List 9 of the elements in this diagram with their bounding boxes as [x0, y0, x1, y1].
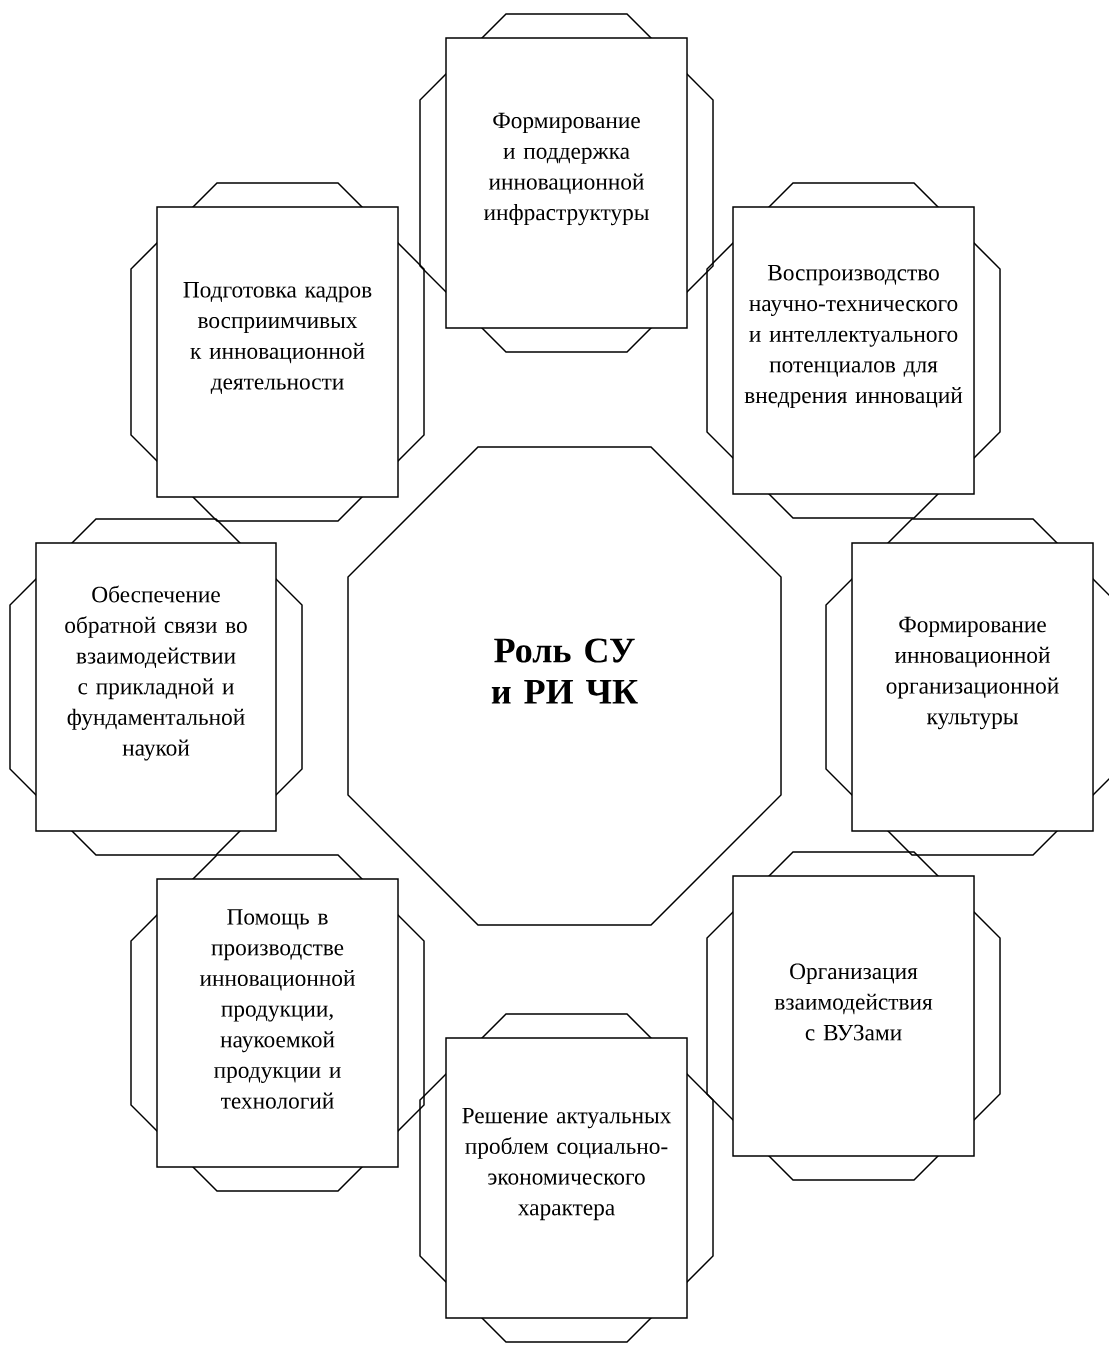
text-box: Решение актуальных проблем социально-экономического характера	[445, 1037, 688, 1319]
octagon: Роль СУ и РИ ЧК	[347, 446, 782, 926]
text-box: Организация взаимодействия с ВУЗами	[732, 875, 975, 1157]
text-box: Формирование инновационной организационной культуры	[851, 542, 1094, 832]
text-box: Помощь в производстве инновационной продукции, наукоемкой продукции и технологий	[156, 878, 399, 1168]
text-box: Обеспечение обратной связи во взаимодействии с прикладной и фундаментальной наукой	[35, 542, 277, 832]
text-box: Подготовка кадров восприимчивых к инновационной деятельности	[156, 206, 399, 498]
text-box: Формирование и поддержка инновационной инфраструктуры	[445, 37, 688, 329]
text-box: Воспроизводство научно-технического и интеллектуального потенциалов для внедрения инноваций	[732, 206, 975, 495]
